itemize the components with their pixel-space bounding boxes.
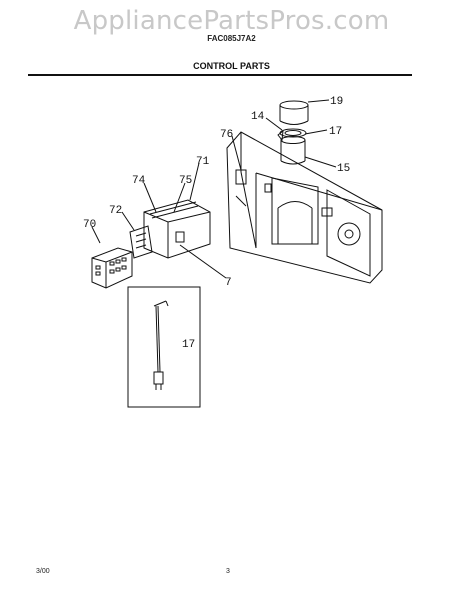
title-rule	[28, 74, 412, 76]
keypad-panel	[91, 247, 133, 289]
footer-page-number: 3	[226, 568, 230, 575]
callout-72: 72	[109, 205, 122, 217]
callout-74: 74	[132, 175, 146, 187]
callout-70: 70	[83, 219, 96, 231]
callout-7: 7	[225, 277, 232, 289]
control-housing	[226, 131, 383, 284]
power-cord-inset	[127, 286, 201, 408]
model-number: FAC085J7A2	[207, 34, 256, 43]
callout-76: 76	[220, 129, 233, 141]
callout-71: 71	[196, 156, 210, 168]
callout-75: 75	[179, 175, 192, 187]
watermark: AppliancePartsPros.com	[73, 6, 390, 36]
footer-date: 3/00	[36, 568, 50, 575]
page-title: CONTROL PARTS	[193, 61, 270, 71]
callout-15: 15	[337, 163, 350, 175]
callout-19: 19	[330, 96, 343, 108]
callout-17-capacitor: 17	[329, 126, 342, 138]
callout-17-cord: 17	[182, 339, 195, 351]
switch-block	[129, 199, 211, 259]
callout-14: 14	[251, 111, 265, 123]
